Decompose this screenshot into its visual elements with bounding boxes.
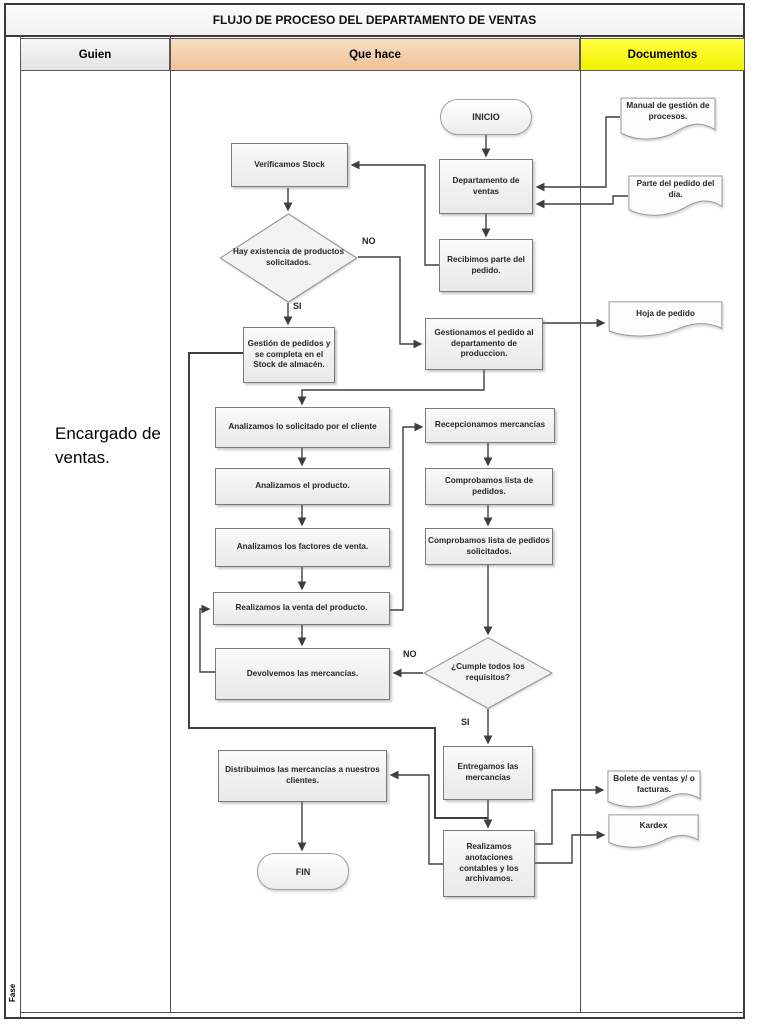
document-hoja-pedido: Hoja de pedido bbox=[608, 301, 723, 341]
document-shape bbox=[620, 97, 716, 145]
branch-label-si-cumple: SI bbox=[461, 717, 470, 727]
node-entregamos-mercancias: Entregamos las mercancías bbox=[443, 746, 533, 800]
node-devolvemos-mercancias: Devolvemos las mercancías. bbox=[215, 648, 390, 700]
document-label: Parte del pedido del día. bbox=[636, 179, 715, 199]
column-header-documentos: Documentos bbox=[580, 38, 745, 71]
document-shape bbox=[628, 175, 723, 221]
column-header-que-hace: Que hace bbox=[170, 38, 580, 71]
document-label: Manual de gestión de procesos. bbox=[626, 101, 710, 121]
document-kardex: Kardex bbox=[608, 814, 699, 852]
node-recibimos-parte-pedido: Recibimos parte del pedido. bbox=[439, 239, 533, 292]
diamond-shape bbox=[219, 213, 358, 303]
fase-label: Fase bbox=[8, 983, 17, 1003]
branch-label-no-existencia: NO bbox=[362, 236, 376, 246]
column-header-guien: Guien bbox=[20, 38, 170, 71]
lane-actor-label: Encargado de ventas. bbox=[55, 424, 161, 467]
document-parte-pedido: Parte del pedido del día. bbox=[628, 175, 723, 221]
document-shape bbox=[608, 814, 699, 852]
node-comprobamos-lista-solicitados: Comprobamos lista de pedidos solicitados… bbox=[425, 528, 553, 565]
column-divider-guien bbox=[170, 35, 171, 1013]
document-label: Bolete de ventas y/ o facturas. bbox=[613, 774, 695, 794]
node-comprobamos-lista-pedidos: Comprobamos lista de pedidos. bbox=[425, 468, 553, 505]
node-analizamos-producto: Analizamos el producto. bbox=[215, 468, 390, 505]
node-verificamos-stock: Verificamos Stock bbox=[231, 143, 348, 187]
document-manual-gestion: Manual de gestión de procesos. bbox=[620, 97, 716, 145]
node-analizamos-solicitado: Analizamos lo solicitado por el cliente bbox=[215, 407, 390, 448]
body-bottom-rule bbox=[20, 1012, 745, 1013]
page-title: FLUJO DE PROCESO DEL DEPARTAMENTO DE VEN… bbox=[6, 5, 743, 37]
document-label: Hoja de pedido bbox=[636, 309, 695, 318]
branch-label-si-existencia: SI bbox=[293, 301, 302, 311]
table-frame bbox=[4, 3, 745, 1019]
document-boleta-facturas: Bolete de ventas y/ o facturas. bbox=[607, 770, 701, 812]
node-recepcionamos-mercancias: Recepcionamos mercancías bbox=[425, 408, 555, 443]
node-realizamos-anotaciones: Realizamos anotaciones contables y los a… bbox=[443, 830, 535, 897]
node-fin: FIN bbox=[257, 853, 349, 890]
node-analizamos-factores: Analizamos los factores de venta. bbox=[215, 528, 390, 567]
column-divider-documentos bbox=[580, 35, 581, 1013]
decision-hay-existencia: Hay existencia de productos solicitados. bbox=[219, 213, 358, 303]
node-realizamos-venta: Realizamos la venta del producto. bbox=[213, 592, 390, 625]
branch-label-no-cumple: NO bbox=[403, 649, 417, 659]
node-distribuimos-mercancias: Distribuimos las mercancías a nuestros c… bbox=[218, 750, 387, 802]
fase-strip-divider bbox=[20, 35, 21, 1018]
node-gestionamos-pedido-produccion: Gestionamos el pedido al departamento de… bbox=[425, 318, 543, 370]
decision-cumple-requisitos: ¿Cumple todos los requisitos? bbox=[423, 637, 553, 709]
document-label: Kardex bbox=[639, 821, 668, 830]
document-shape bbox=[607, 770, 701, 812]
diamond-shape bbox=[423, 637, 553, 709]
node-gestion-pedidos-stock: Gestión de pedidos y se completa en el S… bbox=[243, 327, 335, 383]
node-departamento-de-ventas: Departamento de ventas bbox=[439, 159, 533, 214]
document-shape bbox=[608, 301, 723, 341]
decision-label: ¿Cumple todos los requisitos? bbox=[451, 662, 525, 682]
node-inicio: INICIO bbox=[440, 99, 532, 135]
decision-label: Hay existencia de productos solicitados. bbox=[232, 247, 344, 267]
